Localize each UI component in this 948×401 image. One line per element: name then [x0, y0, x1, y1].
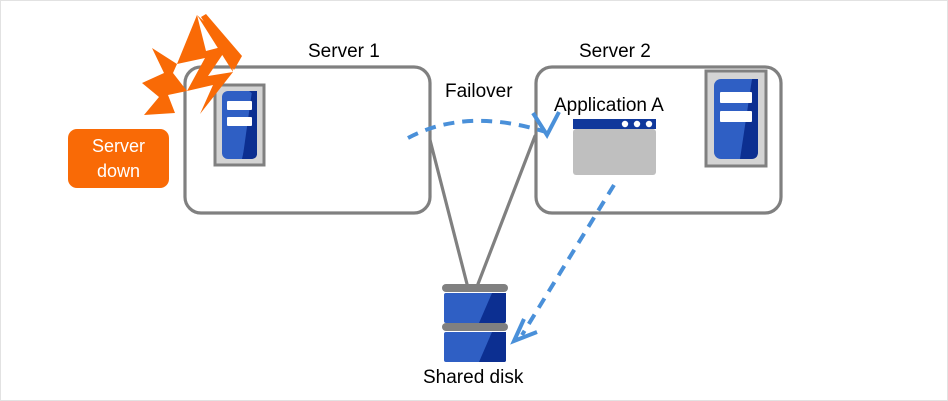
edge-server1-to-disk [427, 134, 469, 286]
app-to-disk-arrow [510, 183, 616, 345]
application-a-label: Application A [554, 95, 664, 116]
lightning-burst-icon [142, 14, 242, 115]
server-down-badge-line2: down [96, 160, 141, 181]
server2-title: Server 2 [579, 41, 651, 62]
edge-server2-to-disk [476, 134, 537, 286]
server-icon [213, 83, 266, 167]
failover-arrow [407, 111, 561, 140]
shared-disk-label: Shared disk [423, 367, 524, 388]
server-down-badge-line1: Server [91, 135, 145, 156]
server1-title: Server 1 [308, 41, 380, 62]
server-down-badge: Server down [68, 129, 169, 188]
disk-stack-icon [442, 284, 508, 362]
application-window-icon [573, 119, 656, 175]
failover-label: Failover [445, 81, 513, 102]
server-icon [704, 69, 768, 168]
